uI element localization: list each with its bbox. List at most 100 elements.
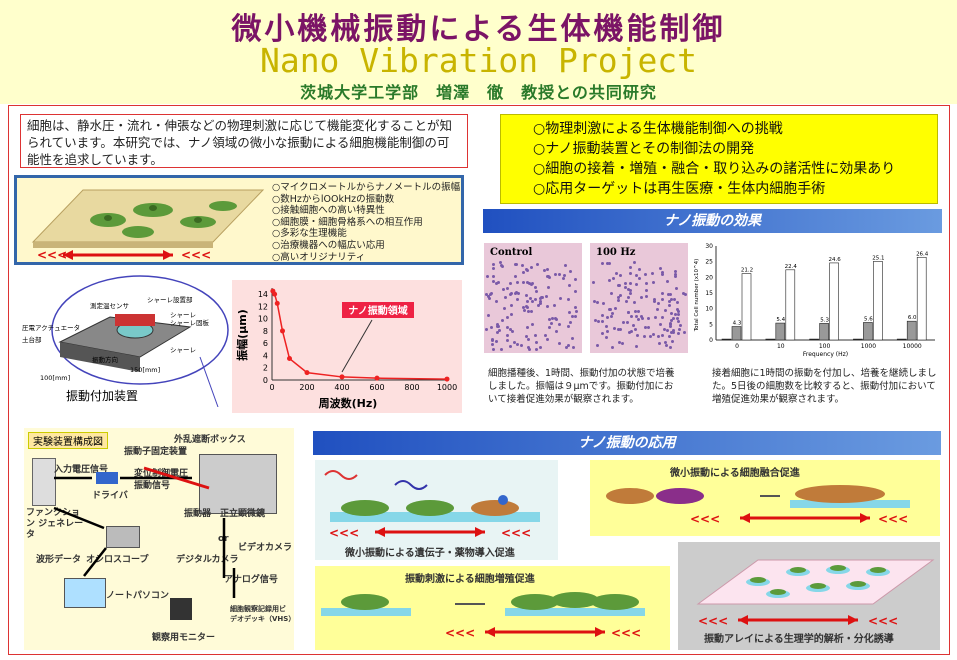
driver-icon — [96, 472, 118, 484]
hz-label: 100 Hz — [596, 247, 636, 258]
cell-dot — [489, 326, 493, 330]
device-label: 150[mm] — [130, 366, 160, 374]
x-tick-label: 600 — [369, 383, 384, 392]
cell-dot — [670, 339, 674, 343]
cell-dot — [568, 270, 572, 274]
bar — [916, 256, 927, 341]
cell-dot — [637, 310, 641, 314]
cell-dot — [668, 299, 672, 303]
cell-dot — [575, 309, 579, 313]
bar — [721, 338, 732, 341]
cell-dot — [663, 327, 667, 331]
cell-dot — [628, 271, 632, 275]
cell-dot — [553, 272, 557, 276]
gene-illustration: <<< <<< — [324, 470, 540, 540]
cell-dot — [491, 275, 495, 279]
y-tick-label: 0 — [263, 376, 268, 385]
cell-dot — [526, 299, 530, 303]
y-tick-label: 0 — [709, 337, 713, 344]
cell-dot — [514, 292, 518, 296]
svg-text:<<<: <<< — [698, 614, 728, 628]
cell-dot — [545, 295, 549, 299]
cell-dot — [634, 282, 638, 286]
cell-dot — [673, 272, 677, 276]
cell-dot — [623, 282, 627, 286]
cell-dot — [526, 268, 530, 272]
y-tick-label: 25 — [705, 259, 713, 266]
cell-dot — [600, 319, 604, 323]
cell-dot — [652, 298, 656, 302]
cell-dot — [521, 270, 525, 274]
cell-dot — [498, 329, 502, 332]
cell-dot — [505, 326, 509, 330]
micrograph-100hz: 100 Hz — [590, 243, 688, 353]
bar-value-label: 24.6 — [828, 257, 841, 263]
cell-dot — [504, 295, 508, 299]
cell-dot — [495, 300, 499, 304]
bar-value-label: 22.4 — [785, 264, 798, 270]
device-caption: 振動付加装置 — [66, 389, 138, 403]
feature-item: ○接触細胞への高い特異性 — [272, 205, 385, 217]
cell-dot — [509, 292, 513, 296]
amplitude-point — [444, 376, 450, 382]
cell-dot — [486, 313, 490, 317]
svg-text:<<<: <<< — [878, 512, 908, 526]
fusion-caption: 微小振動による細胞融合促進 — [670, 468, 800, 479]
cell-dot — [643, 325, 647, 329]
bar-value-label: 5.4 — [776, 317, 785, 323]
cell-dot — [609, 314, 613, 318]
control-label: Control — [490, 247, 533, 258]
cell-dot — [601, 313, 605, 317]
cell-dot — [611, 277, 615, 281]
device-label: 圧電アクチュエータ — [22, 323, 80, 332]
cell-dot — [674, 287, 678, 291]
vibration-device-diagram: シャーレ設置部 測定温センサ シャーレ シャーレ固板 圧電アクチュエータ 土台部… — [22, 275, 229, 407]
device-label: シャーレ — [170, 311, 196, 319]
cell-dot — [667, 335, 671, 339]
cell-dot — [558, 323, 562, 327]
cell-dot — [682, 291, 686, 295]
cell-dot — [632, 261, 636, 265]
cell-dot — [665, 344, 669, 348]
cell-dot — [647, 326, 651, 330]
cell-dot — [641, 316, 645, 320]
laptop-icon — [64, 578, 106, 608]
cell-dot — [567, 297, 571, 301]
setup-label: ドライバ — [92, 491, 128, 501]
cell-dot — [644, 288, 648, 292]
bar-value-label: 4.3 — [733, 321, 742, 327]
bar — [809, 338, 819, 341]
cell-dot — [492, 279, 496, 283]
feature-item: ○治療機器への幅広い応用 — [272, 239, 385, 251]
x-axis-label: 周波数(Hz) — [319, 396, 378, 410]
cell-dot — [536, 303, 540, 307]
cell-dot — [548, 317, 551, 321]
cell-dot — [683, 293, 687, 297]
y-tick-label: 30 — [705, 243, 713, 250]
x-tick-label: 800 — [404, 383, 419, 392]
cell-dot — [542, 268, 546, 272]
setup-label: ノートパソコン — [106, 591, 170, 601]
cell-dot — [530, 265, 534, 269]
cell-dot — [548, 325, 552, 329]
x-tick-label: 1000 — [861, 343, 876, 350]
cell-dot — [670, 297, 674, 301]
cell-dot — [539, 345, 543, 349]
cell-dot — [568, 284, 572, 288]
bar — [873, 261, 883, 341]
cell-dot — [670, 318, 674, 322]
cell-dot — [675, 307, 679, 311]
cell-dot — [554, 317, 558, 321]
x-tick-label: 400 — [334, 383, 349, 392]
cell-dot — [671, 328, 675, 332]
y-tick-label: 6 — [263, 339, 268, 348]
fusion-panel: 微小振動による細胞融合促進 <<< <<< — [590, 460, 940, 536]
cell-dot — [547, 285, 551, 289]
bar-value-label: 21.2 — [741, 268, 753, 274]
cell-dot — [668, 345, 672, 349]
cell-dot — [663, 341, 667, 345]
svg-text:<<<: <<< — [181, 248, 211, 260]
cell-dot — [605, 335, 609, 339]
bar — [829, 262, 839, 341]
cell-dot — [495, 330, 499, 334]
